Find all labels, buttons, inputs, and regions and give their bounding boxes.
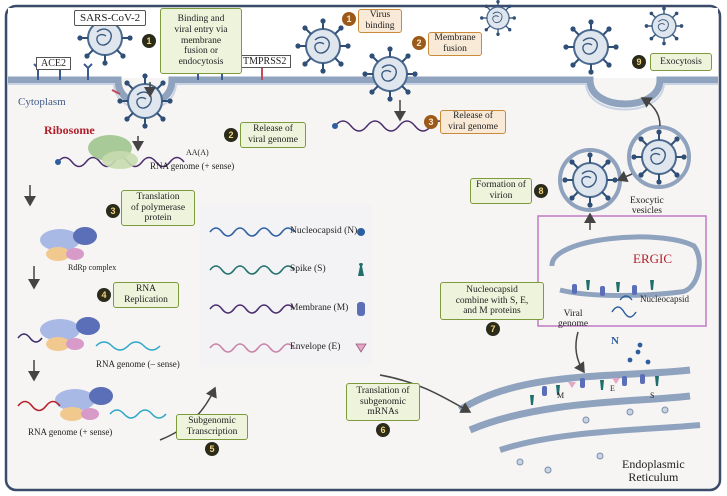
step4-number: 4 (97, 288, 111, 302)
fusion1-box: Virus binding (358, 9, 402, 33)
fusion2-number: 2 (412, 36, 426, 50)
viral-genome-label: Viral genome (558, 309, 589, 330)
step8-number: 8 (534, 184, 548, 198)
cytoplasm-label: Cytoplasm (18, 96, 66, 108)
step8-box: Formation of virion (470, 178, 532, 204)
nucleocapsid-label: Nucleocapsid (640, 294, 689, 304)
tmprss2-label: TMPRSS2 (238, 55, 292, 68)
step7-box: Nucleocapsid combine with S, E, and M pr… (440, 282, 544, 320)
step1-number: 1 (142, 34, 156, 48)
step3-number: 3 (106, 204, 120, 218)
n-letter: N (611, 335, 619, 347)
rna-genome-plus-top: RNA genome (+ sense) (150, 161, 235, 171)
step1-text: Binding and viral entry via membrane fus… (174, 14, 228, 67)
step5-text: Subgenomic Transcription (186, 416, 238, 437)
step2-number: 2 (224, 128, 238, 142)
s-letter: S (650, 391, 655, 400)
step4-text: RNA Replication (124, 284, 168, 305)
step7-text: Nucleocapsid combine with S, E, and M pr… (455, 285, 529, 317)
step3-box: Translation of polymerase protein (121, 190, 195, 226)
legend-nucleocapsid: Nucleocapsid (N) (290, 226, 358, 236)
er-label: Endoplasmic Reticulum (622, 457, 685, 485)
legend-spike: Spike (S) (290, 264, 326, 274)
step9-number: 9 (632, 55, 646, 69)
rna-genome-plus-bottom: RNA genome (+ sense) (28, 427, 113, 437)
step2-box: Release of viral genome (240, 122, 306, 148)
step6-box: Translation of subgenomic mRNAs (346, 383, 420, 421)
e-letter: E (610, 384, 615, 393)
step5-number: 5 (205, 442, 219, 456)
fusion3-number: 3 (424, 115, 438, 129)
fusion1-number: 1 (342, 12, 356, 26)
legend-envelope: Envelope (E) (290, 342, 341, 352)
step6-number: 6 (376, 423, 390, 437)
step9-box: Exocytosis (650, 53, 712, 71)
fusion3-text: Release of viral genome (448, 111, 498, 132)
fusion2-text: Membrane fusion (434, 33, 476, 54)
m-letter: M (557, 391, 565, 400)
legend-membrane: Membrane (M) (290, 303, 349, 313)
step9-text: Exocytosis (660, 56, 702, 67)
sars-cov-2-label: SARS-CoV-2 (74, 10, 147, 27)
exocytic-vesicles-label: Exocytic vesicles (630, 196, 664, 217)
aa-label: AA(A) (186, 148, 209, 157)
ace2-label: ACE2 (36, 57, 71, 70)
rna-genome-minus-label: RNA genome (– sense) (96, 359, 180, 369)
step1-box: Binding and viral entry via membrane fus… (160, 8, 242, 74)
step2-text: Release of viral genome (248, 124, 298, 145)
fusion1-text: Virus binding (365, 10, 395, 31)
step7-number: 7 (486, 322, 500, 336)
step4-box: RNA Replication (113, 282, 179, 308)
step3-text: Translation of polymerase protein (130, 192, 186, 224)
ergic-label: ERGIC (633, 251, 672, 266)
fusion3-box: Release of viral genome (440, 110, 506, 134)
ribosome-label: Ribosome (44, 123, 95, 137)
rdrp-complex-label: RdRp complex (68, 263, 117, 272)
step6-text: Translation of subgenomic mRNAs (356, 386, 410, 418)
step8-text: Formation of virion (476, 180, 526, 201)
step5-box: Subgenomic Transcription (176, 414, 248, 440)
fusion2-box: Membrane fusion (428, 32, 482, 56)
